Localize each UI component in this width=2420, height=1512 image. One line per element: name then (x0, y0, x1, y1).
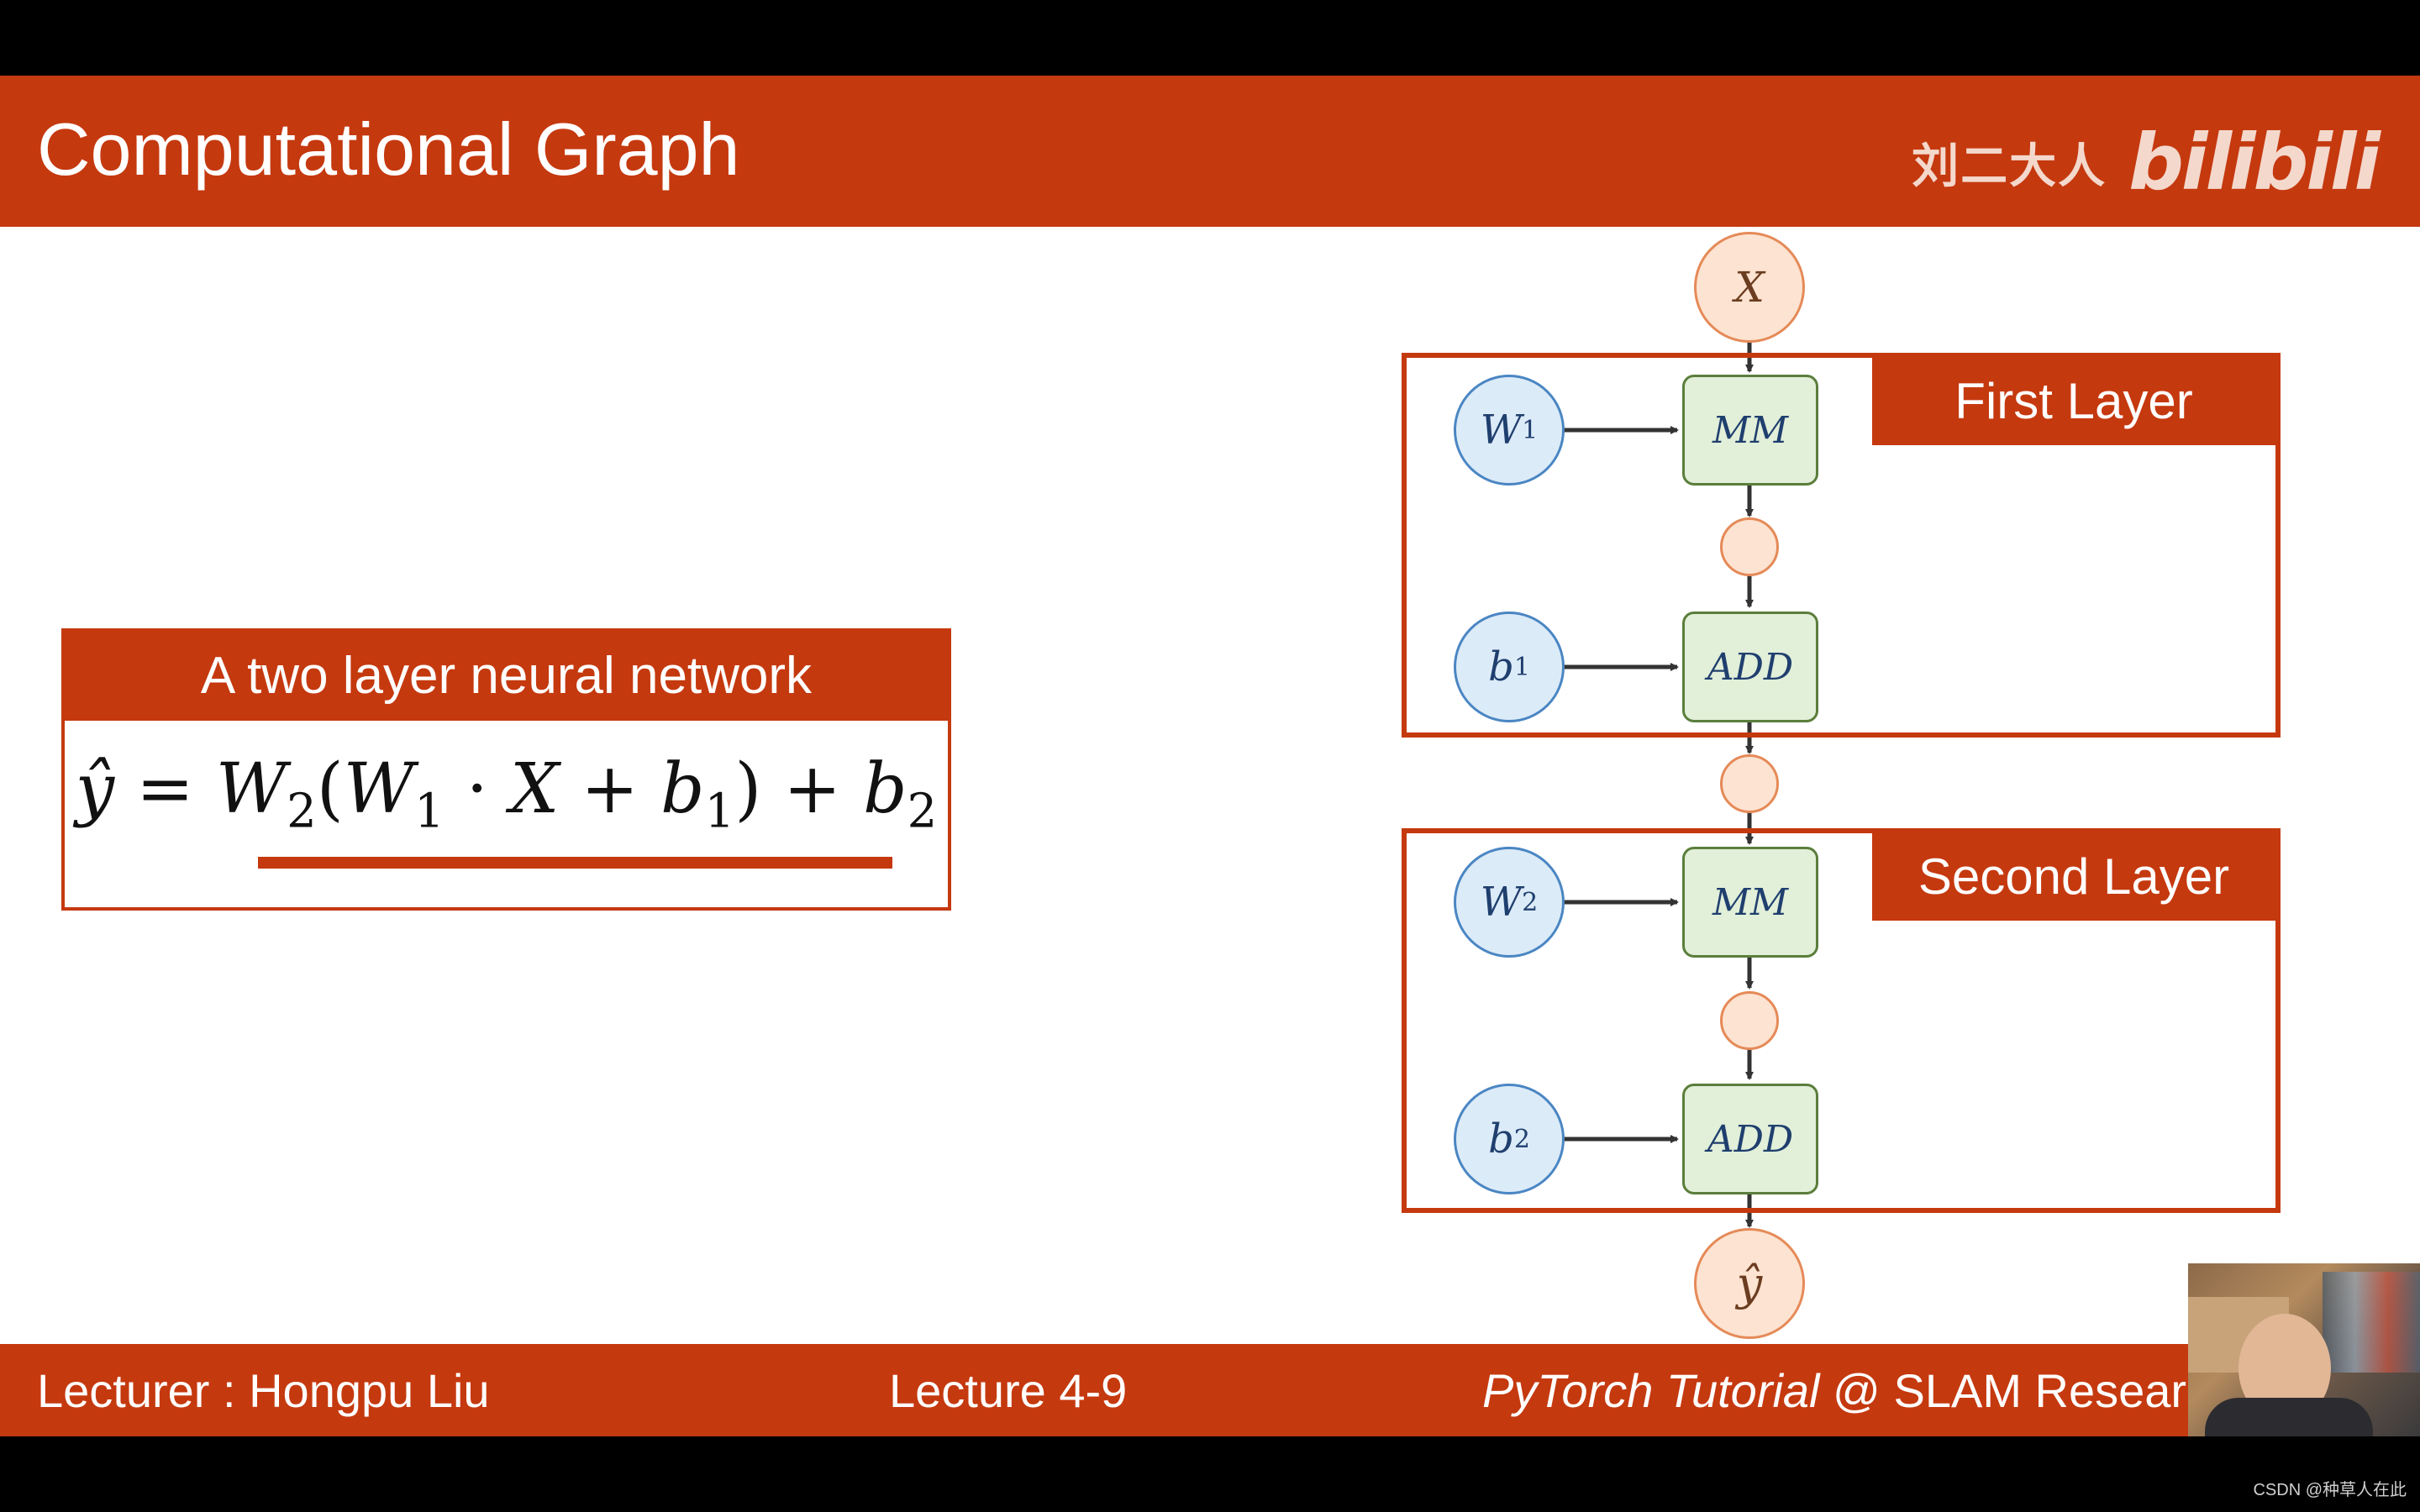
footer-bar: Lecturer : Hongpu Liu Lecture 4-9 PyTorc… (0, 1344, 2420, 1436)
second-layer-label: Second Layer (1872, 833, 2275, 921)
graph-connectors (0, 76, 2420, 1436)
mm1-op: MM (1682, 375, 1818, 486)
webcam-lecturer-body (2205, 1398, 2373, 1436)
footer-lecture-number: Lecture 4-9 (889, 1364, 1127, 1418)
csdn-watermark: CSDN @种草人在此 (2253, 1476, 2407, 1500)
mm2-op: MM (1682, 847, 1818, 958)
b2-subscript: 2 (1514, 1125, 1530, 1154)
b1-subscript: 1 (1514, 653, 1530, 682)
slide: Computational Graph 刘二大人 bilibili A two … (0, 76, 2420, 1436)
first-layer-label: First Layer (1872, 358, 2275, 445)
add1-op: ADD (1682, 612, 1818, 722)
w1-symbol: W (1481, 407, 1522, 454)
w2-symbol: W (1481, 879, 1522, 926)
webcam-bookshelf (2323, 1272, 2420, 1373)
output-node-yhat: ŷ (1694, 1228, 1805, 1339)
footer-lecturer: Lecturer : Hongpu Liu (37, 1364, 490, 1418)
w2-subscript: 2 (1522, 888, 1538, 917)
temp-node-2 (1720, 754, 1779, 813)
add2-op: ADD (1682, 1084, 1818, 1194)
temp-node-3 (1720, 991, 1779, 1050)
footer-tutorial: PyTorch Tutorial @ SLAM Research (1482, 1364, 2188, 1418)
b1-symbol: b (1488, 643, 1514, 690)
w1-subscript: 1 (1522, 416, 1538, 445)
b2-symbol: b (1488, 1116, 1514, 1163)
temp-node-1 (1720, 517, 1779, 576)
webcam-overlay (2188, 1263, 2420, 1436)
footer-tutorial-affiliation: @ SLAM Research (1820, 1364, 2189, 1417)
footer-tutorial-name: PyTorch Tutorial (1482, 1364, 1820, 1417)
input-node-x: X (1694, 232, 1805, 343)
